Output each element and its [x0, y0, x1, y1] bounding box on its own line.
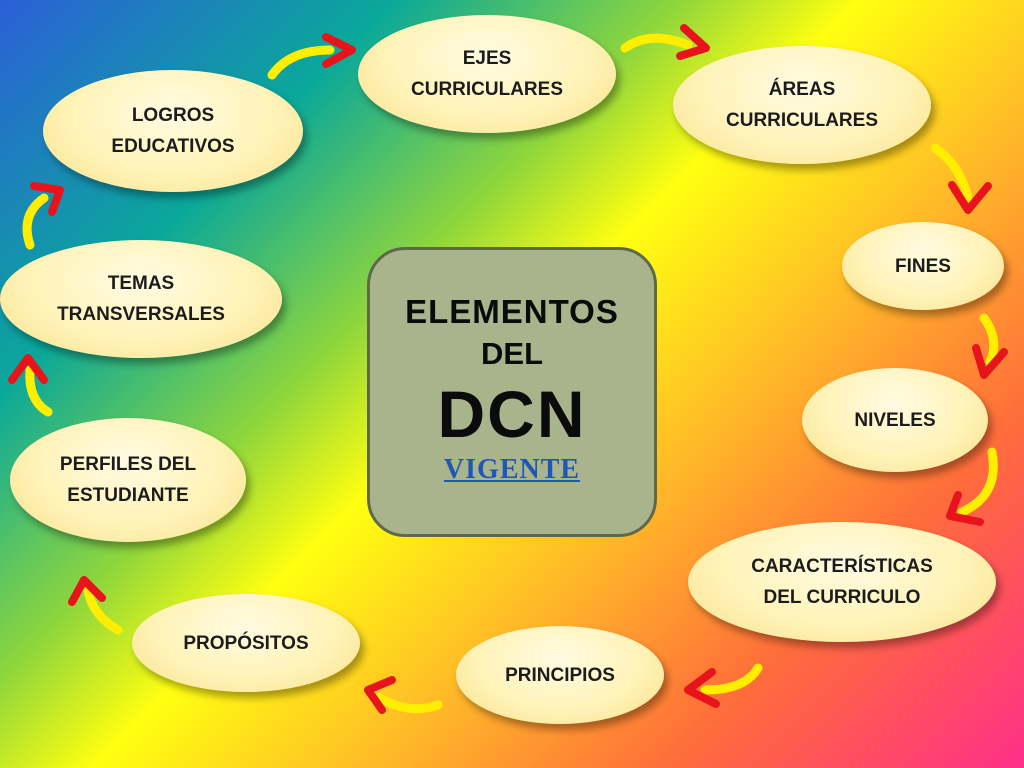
- node-perfiles-line1: PERFILES DEL: [59, 454, 197, 475]
- node-niveles-line1: NIVELES: [854, 409, 936, 431]
- arrow-logros-to-ejes: [267, 33, 356, 80]
- node-principios-line1: PRINCIPIOS: [505, 664, 615, 686]
- arrow-caracteristicas-to-principios: [684, 663, 763, 708]
- node-ejes-line2: CURRICULARES: [411, 79, 563, 100]
- node-fines: FINES: [842, 222, 1004, 310]
- arrow-ejes-to-areas: [620, 24, 710, 60]
- center-title-vigente-link[interactable]: VIGENTE: [443, 454, 581, 485]
- node-caracteristicas-del-curriculo: CARACTERÍSTICAS DEL CURRICULO: [688, 522, 996, 642]
- arrow-propositos-to-perfiles: [68, 576, 123, 635]
- arrow-temas-to-logros: [22, 182, 64, 250]
- node-areas-line2: CURRICULARES: [726, 110, 878, 131]
- center-title-del: DEL: [481, 336, 543, 371]
- node-logros-line1: LOGROS: [131, 105, 215, 126]
- node-caracteristicas-line1: CARACTERÍSTICAS: [751, 556, 933, 577]
- arrow-niveles-to-caracteristicas: [946, 447, 998, 526]
- node-perfiles-del-estudiante: PERFILES DEL ESTUDIANTE: [10, 418, 246, 542]
- node-propositos: PROPÓSITOS: [132, 594, 360, 692]
- node-niveles: NIVELES: [802, 368, 988, 472]
- arrow-fines-to-niveles: [972, 313, 1008, 379]
- node-fines-line1: FINES: [895, 255, 951, 277]
- center-title-dcn: DCN: [437, 377, 587, 451]
- node-ejes-line1: EJES: [462, 48, 512, 69]
- node-caracteristicas-line2: DEL CURRICULO: [763, 587, 921, 608]
- node-perfiles-line2: ESTUDIANTE: [67, 485, 189, 506]
- arrow-principios-to-propositos: [364, 676, 443, 714]
- node-temas-line1: TEMAS: [107, 273, 175, 294]
- center-title-elementos: ELEMENTOS: [405, 293, 619, 330]
- node-temas-line2: TRANSVERSALES: [57, 304, 225, 325]
- node-propositos-line1: PROPÓSITOS: [183, 632, 309, 654]
- node-logros-line2: EDUCATIVOS: [111, 136, 235, 157]
- center-title-box: ELEMENTOS DEL DCN VIGENTE: [367, 247, 657, 537]
- node-principios: PRINCIPIOS: [456, 626, 664, 724]
- node-areas-line1: ÁREAS: [768, 79, 836, 100]
- node-logros-educativos: LOGROS EDUCATIVOS: [43, 70, 303, 192]
- node-temas-transversales: TEMAS TRANSVERSALES: [0, 240, 282, 358]
- node-areas-curriculares: ÁREAS CURRICULARES: [673, 46, 931, 164]
- node-ejes-curriculares: EJES CURRICULARES: [358, 15, 616, 133]
- arrow-perfiles-to-temas: [8, 354, 53, 417]
- arrow-areas-to-fines: [930, 143, 992, 214]
